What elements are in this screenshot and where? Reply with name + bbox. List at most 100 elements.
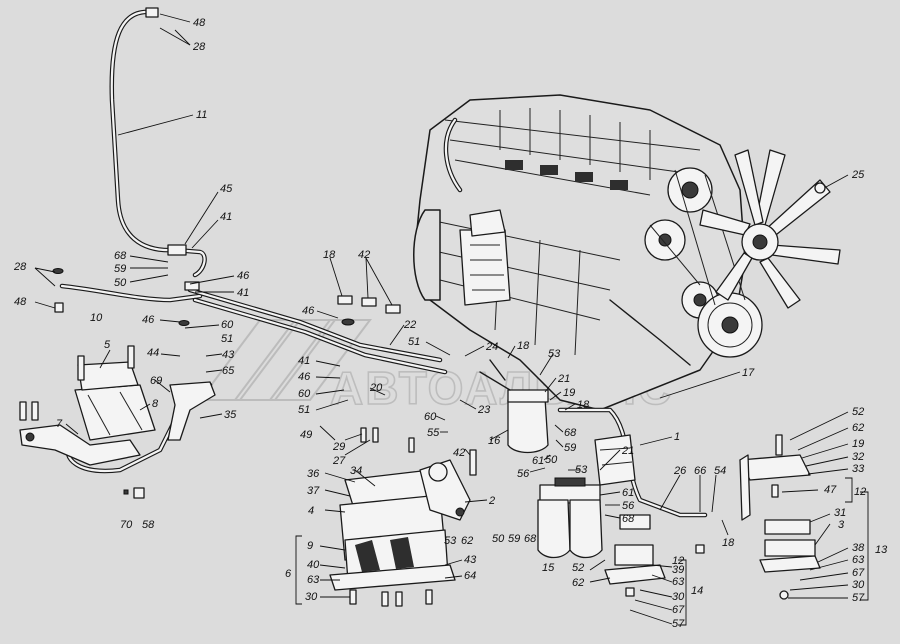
callout-59: 59 xyxy=(114,263,126,275)
callout-59: 59 xyxy=(564,442,576,454)
callout-2: 2 xyxy=(488,495,495,507)
left-engine-mount xyxy=(19,345,156,466)
callout-17: 17 xyxy=(742,367,755,379)
callout-50: 50 xyxy=(545,454,558,466)
callout-68: 68 xyxy=(524,533,537,545)
callout-45: 45 xyxy=(220,183,233,195)
callout-52: 52 xyxy=(852,406,864,418)
callout-68: 68 xyxy=(114,250,127,262)
leader-lines xyxy=(34,13,849,625)
callout-28: 28 xyxy=(192,41,206,53)
callout-56: 56 xyxy=(517,468,530,480)
callout-25: 25 xyxy=(851,169,865,181)
callout-21: 21 xyxy=(557,373,570,385)
clamp-cluster-upper xyxy=(178,281,401,326)
callout-65: 65 xyxy=(222,365,235,377)
callout-26: 26 xyxy=(673,465,687,477)
callout-46: 46 xyxy=(298,371,311,383)
callout-51: 51 xyxy=(298,404,310,416)
callout-61: 61 xyxy=(532,455,544,467)
callout-23: 23 xyxy=(477,404,491,416)
callout-42: 42 xyxy=(453,447,465,459)
callout-63: 63 xyxy=(852,554,865,566)
callout-41: 41 xyxy=(237,287,249,299)
misc-fasteners xyxy=(123,427,705,554)
callout-54: 54 xyxy=(714,465,726,477)
callout-53: 53 xyxy=(548,348,561,360)
callout-19: 19 xyxy=(852,438,864,450)
callout-24: 24 xyxy=(485,341,498,353)
plug-25 xyxy=(814,182,826,194)
small-mount-14 xyxy=(604,514,666,597)
callout-15: 15 xyxy=(542,562,555,574)
callout-66: 66 xyxy=(694,465,707,477)
callout-67: 67 xyxy=(852,567,865,579)
callout-50: 50 xyxy=(114,277,127,289)
callout-48: 48 xyxy=(14,296,27,308)
callout-10: 10 xyxy=(90,312,103,324)
callout-53: 53 xyxy=(575,464,588,476)
callout-30: 30 xyxy=(305,591,318,603)
callout-18: 18 xyxy=(577,399,590,411)
group-brackets xyxy=(295,477,869,626)
callout-labels: 48 28 11 45 41 68 59 50 46 41 28 48 10 1… xyxy=(13,17,888,630)
callout-18: 18 xyxy=(517,340,530,352)
callout-64: 64 xyxy=(464,570,476,582)
fuel-line-11 xyxy=(109,7,207,278)
callout-52: 52 xyxy=(572,562,584,574)
center-mount-assembly xyxy=(329,459,471,607)
fuel-filter-16 xyxy=(479,359,549,454)
callout-30: 30 xyxy=(672,591,685,603)
callout-22: 22 xyxy=(403,319,416,331)
callout-27: 27 xyxy=(332,455,346,467)
callout-46: 46 xyxy=(302,305,315,317)
callout-40: 40 xyxy=(307,559,320,571)
callout-41: 41 xyxy=(220,211,232,223)
callout-9: 9 xyxy=(307,540,313,552)
callout-12: 12 xyxy=(672,555,684,567)
callout-12: 12 xyxy=(854,486,866,498)
callout-60: 60 xyxy=(221,319,234,331)
callout-57: 57 xyxy=(672,618,685,630)
callout-60: 60 xyxy=(298,388,311,400)
callout-43: 43 xyxy=(464,554,477,566)
fan-blades xyxy=(699,149,841,309)
callout-46: 46 xyxy=(142,314,155,326)
callout-11: 11 xyxy=(196,109,207,121)
callout-56: 56 xyxy=(622,500,635,512)
callout-55: 55 xyxy=(427,427,440,439)
callout-49: 49 xyxy=(300,429,312,441)
callout-46: 46 xyxy=(237,270,250,282)
callout-53: 53 xyxy=(444,535,457,547)
callout-42: 42 xyxy=(358,249,370,261)
callout-69: 69 xyxy=(150,375,162,387)
callout-19: 19 xyxy=(563,387,575,399)
callout-62: 62 xyxy=(572,577,584,589)
callout-59: 59 xyxy=(508,533,520,545)
callout-21: 21 xyxy=(621,445,634,457)
callout-62: 62 xyxy=(852,422,864,434)
callout-14: 14 xyxy=(691,585,703,597)
callout-18: 18 xyxy=(722,537,735,549)
callout-50: 50 xyxy=(492,533,505,545)
fuel-line-10 xyxy=(52,268,203,313)
callout-51: 51 xyxy=(408,336,420,348)
callout-51: 51 xyxy=(221,333,233,345)
callout-6: 6 xyxy=(285,568,292,580)
callout-5: 5 xyxy=(104,339,111,351)
callout-20: 20 xyxy=(369,382,383,394)
callout-63: 63 xyxy=(307,574,320,586)
callout-35: 35 xyxy=(224,409,237,421)
callout-28: 28 xyxy=(13,261,27,273)
callout-60: 60 xyxy=(424,411,437,423)
callout-67: 67 xyxy=(672,604,685,616)
callout-13: 13 xyxy=(875,544,888,556)
callout-44: 44 xyxy=(147,347,159,359)
callout-38: 38 xyxy=(852,542,865,554)
callout-68: 68 xyxy=(564,427,577,439)
pipe-17-26 xyxy=(557,407,708,518)
engine-assembly xyxy=(413,94,841,411)
callout-31: 31 xyxy=(834,507,846,519)
callout-70: 70 xyxy=(120,519,133,531)
